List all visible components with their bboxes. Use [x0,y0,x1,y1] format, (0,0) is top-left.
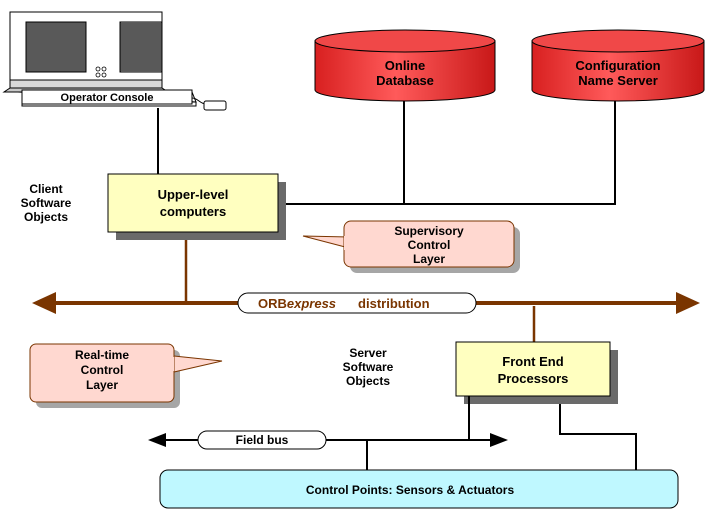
realtime-line3: Layer [86,378,118,392]
online-database-line1: Online [385,58,425,73]
connections [157,86,637,470]
config-name-server: Configuration Name Server [531,29,705,102]
left-monitor-screen [25,21,87,73]
svg-text:Objects: Objects [346,374,390,388]
svg-text:Server: Server [349,346,387,360]
supervisory-line2: Control [408,238,451,252]
svg-text:Software: Software [343,360,394,374]
orb-left-arrowhead [32,292,56,314]
fieldbus-label-pill [197,430,327,450]
console-controls-icon [95,66,107,78]
front-end-line1: Front End [502,354,563,369]
svg-text:Client: Client [29,182,62,196]
upper-to-config-link [278,86,616,205]
realtime-callout: Real-time Control Layer [29,343,223,408]
mouse-icon [203,100,227,111]
upper-level-line2: computers [160,204,226,219]
server-software-objects-label: Server Software Objects [343,346,394,388]
control-points-label: Control Points: Sensors & Actuators [306,483,515,497]
realtime-line1: Real-time [75,348,129,362]
fieldbus-left-arrowhead [148,433,166,447]
supervisory-line3: Layer [413,252,445,266]
frontend-to-controlpoints-link [559,396,637,470]
field-bus: Field bus [148,430,508,450]
front-end-processors-box: Front End Processors [455,341,618,404]
orb-drops [184,232,536,342]
config-server-line2: Name Server [578,73,658,88]
operator-console: Operator Console [2,11,227,111]
operator-console-label: Operator Console [61,92,154,104]
svg-text:Software: Software [21,196,72,210]
client-software-objects-label: Client Software Objects [21,182,72,224]
control-points-box: Control Points: Sensors & Actuators [159,469,679,509]
config-server-line1: Configuration [575,58,660,73]
realtime-line2: Control [81,363,124,377]
frontend-to-fieldbus-link [366,396,470,470]
svg-text:Objects: Objects [24,210,68,224]
upper-level-computers-box: Upper-level computers [107,173,286,240]
fieldbus-label: Field bus [236,433,289,447]
supervisory-callout: Supervisory Control Layer [302,220,520,273]
online-database: Online Database [314,29,496,102]
online-database-line2: Database [376,73,434,88]
orb-right-arrowhead [676,292,700,314]
upper-level-line1: Upper-level [158,187,229,202]
fieldbus-right-arrowhead [490,433,508,447]
orb-label-pill [237,292,477,314]
front-end-line2: Processors [498,371,569,386]
supervisory-line1: Supervisory [394,224,464,238]
